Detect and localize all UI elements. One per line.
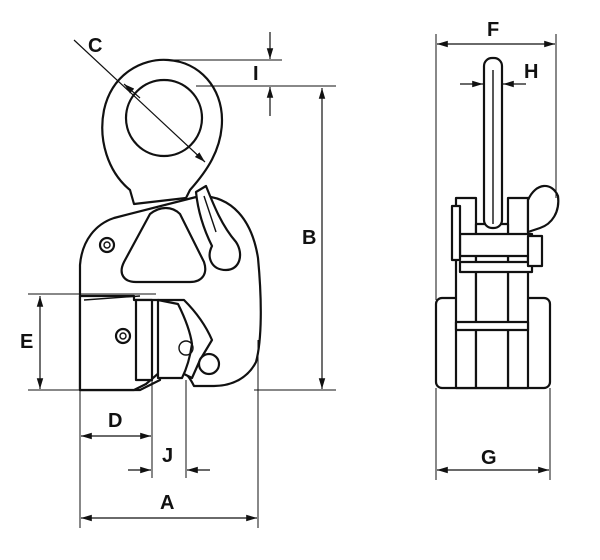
label-f: F	[487, 19, 499, 41]
bolt-jaw	[114, 327, 132, 345]
cam-pin	[197, 352, 221, 376]
side-plate-right	[506, 196, 530, 390]
label-e: E	[20, 331, 33, 353]
label-j: J	[162, 445, 173, 467]
dimension-labels: C I B E D J A F H G	[20, 19, 538, 514]
dimension-lines	[36, 32, 555, 522]
label-c: C	[88, 35, 102, 57]
extension-lines	[28, 34, 557, 528]
side-view	[434, 56, 560, 390]
lifting-eye	[101, 58, 224, 206]
jaw-pad	[134, 298, 154, 382]
label-b: B	[302, 227, 316, 249]
dim-c-line	[73, 39, 206, 163]
label-d: D	[108, 410, 122, 432]
side-crossbar-lower	[458, 260, 534, 274]
bolt-upper-left	[98, 236, 116, 254]
label-a: A	[160, 492, 174, 514]
side-lever-knob	[526, 184, 560, 234]
triangular-window	[120, 206, 207, 284]
side-crossbar-upper	[458, 232, 534, 258]
side-crossbar-mid	[454, 320, 530, 332]
label-i: I	[253, 63, 259, 85]
label-g: G	[481, 447, 497, 469]
label-h: H	[524, 61, 538, 83]
front-view	[78, 58, 262, 392]
